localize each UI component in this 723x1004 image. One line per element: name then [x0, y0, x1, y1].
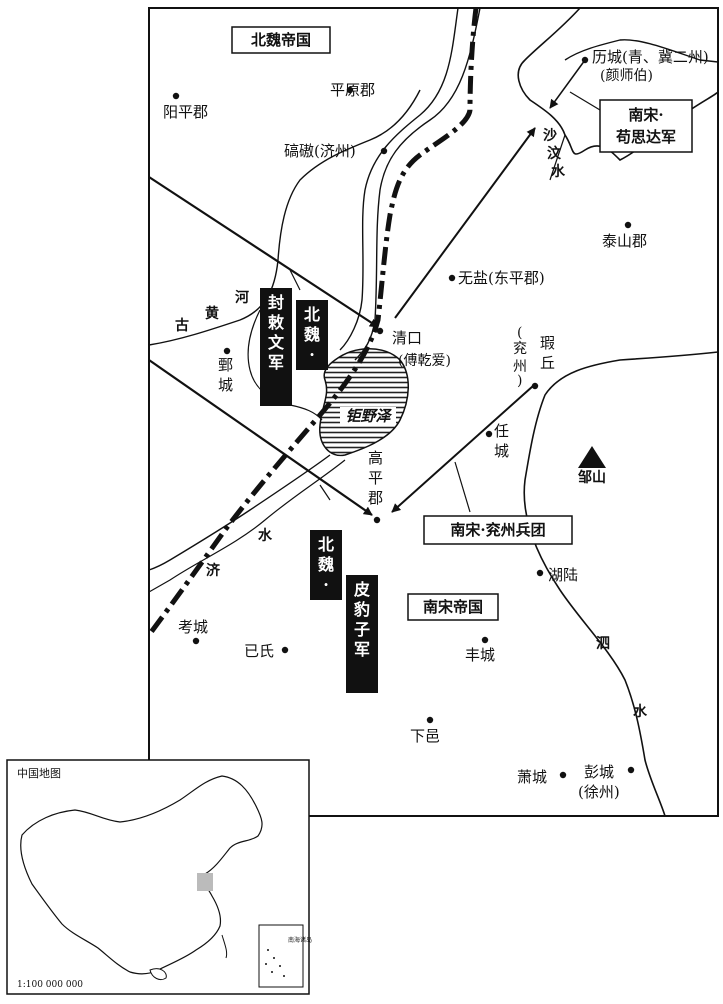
wei-pibaozi-label-2: 皮豹子军	[353, 580, 370, 659]
inset-south-sea-islands	[265, 949, 285, 977]
juye-lake-label-bg	[340, 407, 396, 425]
dot-kaocheng	[192, 637, 200, 645]
label-si-1: 泗	[596, 635, 610, 652]
dot-taishan	[624, 221, 632, 229]
old-yellow-river	[148, 89, 421, 346]
label-taishan: 泰山郡	[602, 232, 647, 250]
label-ji-1: 济	[206, 562, 221, 579]
label-juancheng: 鄄城	[218, 356, 233, 394]
dot-licheng	[581, 56, 589, 64]
zou-mountain-icon	[578, 446, 606, 468]
label-pingyuan: 平原郡	[330, 81, 375, 99]
arrow-wei-pibaozi	[148, 359, 373, 516]
label-wuyan: 无盐(东平郡)	[458, 269, 545, 287]
coast-inner	[564, 39, 719, 63]
label-jishi: 已氏	[244, 642, 274, 660]
inset-south-sea-box	[258, 924, 304, 988]
label-xiaqiu: 瑕丘	[540, 334, 555, 372]
label-xiaqiu-note: (兖州)	[513, 325, 527, 389]
ji-river-upper-2	[339, 7, 459, 351]
wei-pibaozi-box	[310, 530, 342, 600]
dot-yangping	[172, 92, 180, 100]
wei-pibaozi-label-1: 北魏·	[317, 535, 334, 594]
label-licheng-general: (颜师伯)	[600, 68, 653, 84]
label-pengcheng: 彭城	[584, 763, 614, 781]
label-shawen-1: 沙汶水	[543, 128, 566, 180]
label-yangping: 阳平郡	[163, 103, 208, 121]
dot-pingyuan	[346, 86, 354, 94]
arrow-song-gousida	[394, 127, 536, 319]
juye-lake	[319, 348, 409, 457]
wei-fengchiwen-label-2: 北魏·	[303, 305, 320, 364]
leader-pibaozi	[319, 484, 331, 501]
song-yanzhou-label: 南宋·兖州兵团	[450, 521, 545, 539]
wei-fengchiwen-label: 封敕文军	[268, 293, 285, 372]
label-old-yellow-river: 古黄河	[175, 289, 249, 334]
leader-gousida	[569, 91, 601, 111]
label-kaocheng: 考城	[178, 618, 208, 636]
place-dots	[172, 56, 635, 779]
label-xiayi: 下邑	[410, 727, 440, 745]
dot-rencheng	[485, 430, 493, 438]
dot-qiaoao	[380, 147, 388, 155]
shawen-river	[549, 134, 566, 181]
wei-fengchiwen-box-2	[296, 300, 328, 370]
juye-lake-label: 钜野泽	[345, 407, 392, 425]
inset-taiwan	[221, 934, 228, 959]
label-xiaocheng: 萧城	[517, 768, 547, 786]
label-pengcheng-note: (徐州)	[578, 783, 620, 801]
dot-fengcheng	[481, 636, 489, 644]
state-north-label: 北魏帝国	[251, 31, 311, 49]
dot-xiaocheng	[559, 771, 567, 779]
label-licheng: 历城(青、冀二州)	[592, 48, 709, 66]
label-zou-mountain: 邹山	[577, 469, 606, 486]
label-fengcheng: 丰城	[465, 646, 495, 664]
inset-south-sea-label: 南海诸岛	[288, 936, 312, 944]
state-north-box	[231, 26, 331, 54]
ji-river-lower-2	[148, 459, 346, 593]
wei-fengchiwen-box	[260, 288, 292, 406]
dot-xiayi	[426, 716, 434, 724]
inset-title: 中国地图	[17, 767, 61, 780]
song-gousida-label: 南宋·苟思达军	[615, 106, 676, 146]
dot-huling	[536, 569, 544, 577]
inset-scale: 1:100 000 000	[17, 980, 83, 990]
inset-hainan	[149, 968, 167, 981]
arrow-wei-fengchiwen	[148, 176, 379, 328]
label-gaoping: 高平郡	[368, 449, 383, 507]
ji-river-lower	[148, 454, 331, 571]
dot-gaoping	[373, 516, 381, 524]
border-line	[146, 7, 479, 637]
leader-fengchiwen	[289, 269, 301, 291]
song-gousida-box	[599, 99, 693, 153]
dot-qingkou	[376, 327, 384, 335]
dot-wuyan	[448, 274, 456, 282]
label-huling: 湖陆	[548, 566, 578, 584]
dot-xiaqiu	[531, 382, 539, 390]
inset-highlight-region	[197, 873, 213, 891]
state-south-box	[407, 593, 499, 621]
label-qingkou-general: (傅乾爱)	[398, 353, 451, 369]
arrow-licheng	[549, 59, 586, 109]
arrow-song-yanzhou	[391, 385, 534, 513]
wei-pibaozi-box-2	[346, 575, 378, 693]
label-qiaoao: 碻磝(济州)	[284, 142, 356, 160]
dot-pengcheng	[627, 766, 635, 774]
leader-yanzhou	[454, 461, 471, 513]
song-yanzhou-box	[423, 515, 573, 545]
label-ji-2: 水	[258, 527, 273, 544]
label-qingkou: 清口	[392, 329, 422, 347]
label-si-2: 水	[633, 703, 648, 720]
state-south-label: 南宋帝国	[423, 598, 483, 616]
dot-jishi	[281, 646, 289, 654]
dot-juancheng	[223, 347, 231, 355]
label-rencheng: 任城	[494, 422, 509, 460]
